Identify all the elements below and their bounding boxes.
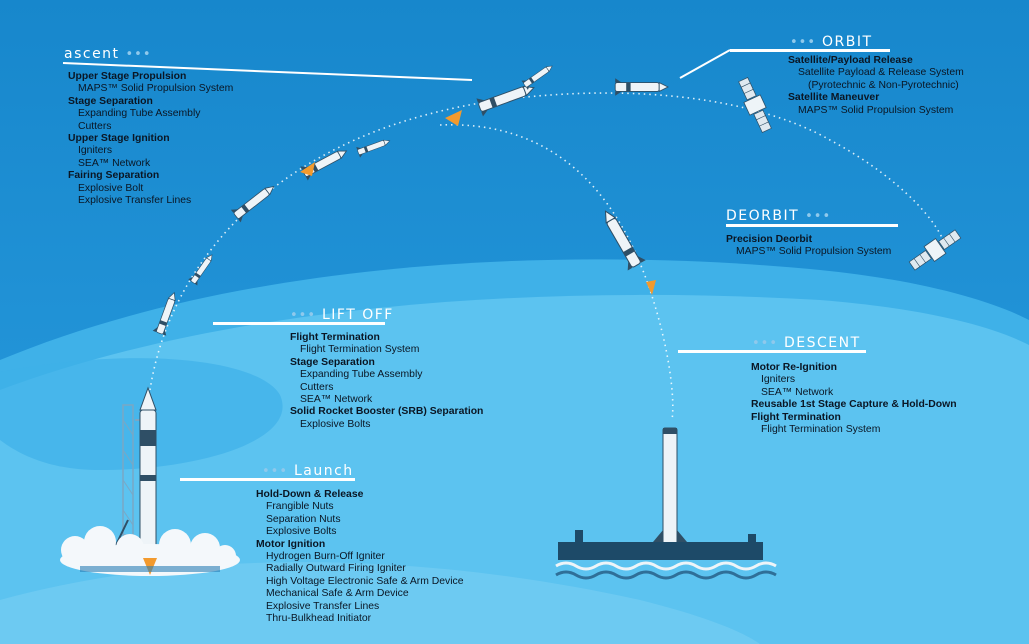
ascent-item-heading: Upper Stage Propulsion xyxy=(68,71,187,82)
ascent-item-detail: SEA™ Network xyxy=(78,157,151,169)
orbit-item-detail: Satellite Payload & Release System xyxy=(798,67,964,79)
launch-item-heading: Hold-Down & Release xyxy=(256,489,364,500)
launch-section: ••• Launch xyxy=(262,463,354,480)
liftoff-item-detail: Expanding Tube Assembly xyxy=(300,369,423,381)
liftoff-item-detail: SEA™ Network xyxy=(300,394,373,406)
launch-item-detail: High Voltage Electronic Safe & Arm Devic… xyxy=(266,575,464,587)
ascent-item-heading: Fairing Separation xyxy=(68,170,160,182)
launch-item-detail: Frangible Nuts xyxy=(266,501,334,513)
liftoff-item-heading: Flight Termination xyxy=(290,332,380,343)
descent-item-heading: Reusable 1st Stage Capture & Hold-Down xyxy=(751,399,957,411)
deorbit-section: DEORBIT ••• xyxy=(726,208,831,225)
liftoff-title: ••• LIFT OFF xyxy=(290,307,394,324)
descent-item-detail: SEA™ Network xyxy=(761,386,834,398)
launch-item-detail: Hydrogen Burn-Off Igniter xyxy=(266,551,385,563)
orbit-title-text: ORBIT xyxy=(821,34,873,50)
ascent-dots: ••• xyxy=(125,47,152,62)
orbit-item-detail: MAPS™ Solid Propulsion System xyxy=(798,104,954,116)
ascent-title-text: ascent xyxy=(64,46,120,62)
ascent-title: ascent ••• xyxy=(64,46,152,63)
descent-title: ••• DESCENT xyxy=(752,335,861,352)
launch-item-detail: Radially Outward Firing Igniter xyxy=(266,563,406,575)
ascent-item-detail: Cutters xyxy=(78,120,112,132)
orbit-dots: ••• xyxy=(790,35,817,50)
descent-title-text: DESCENT xyxy=(783,335,861,351)
launch-rocket-icon xyxy=(139,386,157,559)
deorbit-item-heading: Precision Deorbit xyxy=(726,234,813,245)
deorbit-item-detail: MAPS™ Solid Propulsion System xyxy=(736,246,892,258)
ascent-item-heading: Stage Separation xyxy=(68,95,153,107)
ascent-item-detail: Explosive Transfer Lines xyxy=(78,195,192,207)
orbit-section: ••• ORBIT xyxy=(790,34,873,51)
descent-section: ••• DESCENT xyxy=(752,335,861,352)
deorbit-dots: ••• xyxy=(805,209,832,224)
liftoff-item-detail: Cutters xyxy=(300,381,334,393)
orbit-title: ••• ORBIT xyxy=(790,34,873,51)
deorbit-title-text: DEORBIT xyxy=(726,208,800,224)
smoke-cloud-icon xyxy=(60,526,240,576)
launch-item-detail: Explosive Bolts xyxy=(266,526,337,538)
launch-title: ••• Launch xyxy=(262,463,354,480)
liftoff-item-detail: Explosive Bolts xyxy=(300,418,371,430)
liftoff-item-heading: Solid Rocket Booster (SRB) Separation xyxy=(290,406,484,418)
orbit-rule xyxy=(730,49,890,52)
ascent-item-detail: Explosive Bolt xyxy=(78,182,144,194)
launch-title-text: Launch xyxy=(293,463,354,479)
launch-item-detail: Thru-Bulkhead Initiator xyxy=(266,613,372,625)
launch-item-detail: Separation Nuts xyxy=(266,513,341,525)
ascent-item-detail: Igniters xyxy=(78,145,113,157)
deorbit-title: DEORBIT ••• xyxy=(726,208,831,225)
deorbit-rule xyxy=(726,224,898,227)
launch-item-detail: Explosive Transfer Lines xyxy=(266,600,380,612)
ascent-item-detail: MAPS™ Solid Propulsion System xyxy=(78,83,234,95)
ascent-item-heading: Upper Stage Ignition xyxy=(68,133,170,145)
liftoff-item-heading: Stage Separation xyxy=(290,356,375,368)
descent-item-heading: Motor Re-Ignition xyxy=(751,362,837,373)
liftoff-title-text: LIFT OFF xyxy=(321,307,394,323)
liftoff-rule xyxy=(213,322,385,325)
orbit-item-heading: Satellite/Payload Release xyxy=(788,55,913,66)
liftoff-item-detail: Flight Termination System xyxy=(300,344,420,356)
launch-item-detail: Mechanical Safe & Arm Device xyxy=(266,588,409,600)
liftoff-section: ••• LIFT OFF xyxy=(290,307,394,324)
liftoff-dots: ••• xyxy=(290,308,317,323)
ascent-item-detail: Expanding Tube Assembly xyxy=(78,108,201,120)
descent-item-detail: Igniters xyxy=(761,374,796,386)
orbit-item-detail: (Pyrotechnic & Non-Pyrotechnic) xyxy=(808,79,959,91)
launch-rule xyxy=(180,478,355,481)
launch-item-heading: Motor Ignition xyxy=(256,538,326,550)
launch-dots: ••• xyxy=(262,464,289,479)
descent-item-heading: Flight Termination xyxy=(751,411,841,423)
ascent-section: ascent ••• xyxy=(64,46,152,63)
landing-barge-icon xyxy=(555,427,777,580)
orbit-item-heading: Satellite Maneuver xyxy=(788,92,880,104)
descent-item-detail: Flight Termination System xyxy=(761,424,881,436)
descent-dots: ••• xyxy=(752,336,779,351)
descent-rule xyxy=(678,350,866,353)
